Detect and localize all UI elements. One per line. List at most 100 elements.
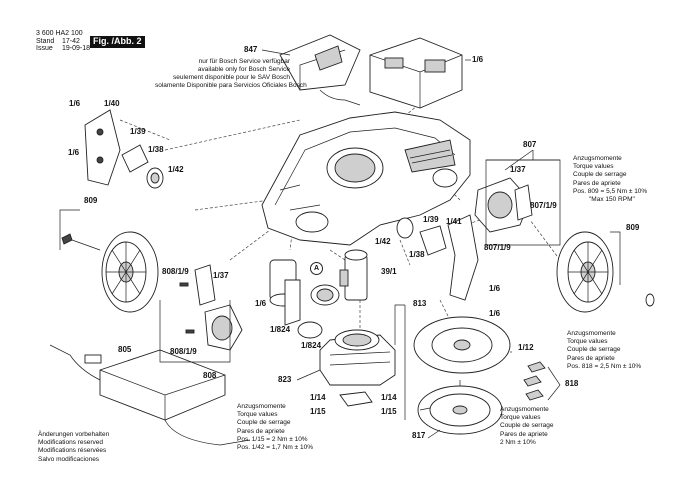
doc-number: 3 600 HA2 100	[36, 30, 83, 37]
modifications-line: Salvo modificaciones	[38, 455, 100, 463]
callout-808: 808	[203, 371, 217, 380]
part-817-blade-disc	[417, 380, 503, 435]
torque-line: Torque values	[237, 411, 278, 419]
callout-1-40: 1/40	[104, 99, 120, 108]
issue-label: Issue	[36, 45, 53, 52]
part-1-39-board	[121, 144, 149, 173]
service-note-line: solamente Disponible para Servicios Ofic…	[155, 82, 307, 89]
callout-809: 809	[84, 196, 98, 205]
callout-847: 847	[244, 45, 258, 54]
torque-line: Pares de apriete	[567, 354, 615, 362]
stand-label: Stand	[36, 38, 55, 45]
callout-39-1: 39/1	[381, 267, 397, 276]
torque-line: Pos. 818 = 2,5 Nm ± 10%	[567, 362, 642, 370]
part-805-power-supply	[49, 344, 251, 446]
callout-817: 817	[412, 431, 426, 440]
issue-value: 19-09-18	[62, 45, 91, 52]
part-807-right-motor	[474, 159, 561, 246]
part-813-height-motor	[339, 249, 368, 301]
chassis-housing	[261, 111, 471, 246]
torque-line: 2 Nm ± 10%	[500, 438, 536, 446]
part-809-left-wheel	[61, 231, 159, 313]
part-1-824-motor	[269, 259, 340, 339]
callout-1-39: 1/39	[423, 215, 439, 224]
torque-line: Couple de serrage	[573, 171, 627, 179]
callout-1-15: 1/15	[381, 407, 397, 416]
torque-line: Torque values	[500, 414, 541, 422]
torque-line: Couple de serrage	[237, 419, 291, 427]
torque-line: Anzugsmomente	[500, 406, 549, 413]
torque-note-815: Anzugsmomente Torque values Couple de se…	[237, 403, 313, 452]
callout-805: 805	[118, 345, 132, 354]
modifications-line: Modifications réservées	[38, 447, 107, 455]
callout-1-12: 1/12	[518, 343, 534, 352]
modifications-line: Modifications reserved	[38, 439, 104, 447]
torque-note-818: Anzugsmomente Torque values Couple de se…	[567, 330, 641, 371]
part-1-41-bracket	[396, 214, 479, 301]
torque-line: Pares de apriete	[237, 427, 285, 435]
callout-1-6: 1/6	[69, 99, 81, 108]
torque-line: Anzugsmomente	[573, 155, 622, 162]
callout-1-42: 1/42	[168, 165, 184, 174]
service-note-line: seulement disponible pour le SAV Bosch	[173, 74, 290, 81]
part-electronics-board	[369, 37, 463, 109]
callout-1-14: 1/14	[381, 393, 397, 402]
torque-note-817: Anzugsmomente Torque values Couple de se…	[500, 406, 553, 447]
torque-line: Pos. 1/15 = 2 Nm ± 10%	[237, 435, 308, 443]
callout-leader-lines	[59, 49, 621, 439]
callout-807: 807	[523, 140, 537, 149]
figure-tag: Fig. /Abb. 2	[90, 36, 145, 48]
callout-823: 823	[278, 375, 292, 384]
torque-line: Pares de apriete	[500, 430, 548, 438]
callout-807-1-9: 807/1/9	[530, 201, 557, 210]
callout-a: A	[310, 262, 323, 275]
torque-note-807: Anzugsmomente Torque values Couple de se…	[573, 155, 647, 204]
modifications-note: Änderungen vorbehalten Modifications res…	[38, 431, 109, 464]
torque-line: Pos. 809 = 5,5 Nm ± 10%	[573, 187, 648, 195]
torque-line: Couple de serrage	[500, 422, 554, 430]
part-1-38-wheel	[146, 167, 164, 189]
callout-1-39: 1/39	[130, 127, 146, 136]
service-note: nur für Bosch Service verfügbar availabl…	[155, 58, 307, 90]
part-1-14-plate	[339, 391, 373, 407]
modifications-line: Änderungen vorbehalten	[38, 431, 110, 438]
torque-line: "Max 150 RPM"	[589, 196, 635, 204]
callout-1-6: 1/6	[472, 55, 484, 64]
torque-line: Anzugsmomente	[567, 330, 616, 337]
callout-1-824: 1/824	[270, 325, 291, 334]
service-note-line: available only for Bosch Service	[197, 66, 290, 73]
callout-1-41: 1/41	[446, 217, 462, 226]
callout-1-42: 1/42	[375, 237, 391, 246]
callout-1-38: 1/38	[409, 250, 425, 259]
callout-818: 818	[565, 379, 579, 388]
callout-1-6: 1/6	[68, 148, 80, 157]
callout-813: 813	[413, 299, 427, 308]
part-823-housing	[319, 329, 396, 386]
callout-808-1-9: 808/1/9	[170, 347, 197, 356]
part-809-right-wheel	[556, 231, 655, 313]
callout-1-824: 1/824	[301, 341, 322, 350]
callout-809: 809	[626, 223, 640, 232]
torque-line: Couple de serrage	[567, 346, 621, 354]
part-808-left-motor	[179, 264, 243, 351]
part-818-blades	[523, 361, 561, 401]
torque-line: Anzugsmomente	[237, 403, 286, 410]
callout-1-6: 1/6	[489, 284, 501, 293]
callout-808-1-9: 808/1/9	[162, 267, 189, 276]
callout-1-37: 1/37	[213, 271, 229, 280]
part-847-module	[279, 34, 361, 106]
callout-1-38: 1/38	[148, 145, 164, 154]
callout-1-6: 1/6	[489, 309, 501, 318]
torque-line: Torque values	[573, 163, 614, 171]
part-1-40-bracket	[84, 109, 121, 186]
torque-line: Pares de apriete	[573, 179, 621, 187]
callout-807-1-9: 807/1/9	[484, 243, 511, 252]
torque-line: Torque values	[567, 338, 608, 346]
stand-value: 17-42	[62, 38, 80, 45]
torque-line: Pos. 1/42 = 1,7 Nm ± 10%	[237, 444, 314, 452]
callout-1-37: 1/37	[510, 165, 526, 174]
callout-1-15: 1/15	[310, 407, 326, 416]
service-note-line: nur für Bosch Service verfügbar	[198, 58, 290, 65]
